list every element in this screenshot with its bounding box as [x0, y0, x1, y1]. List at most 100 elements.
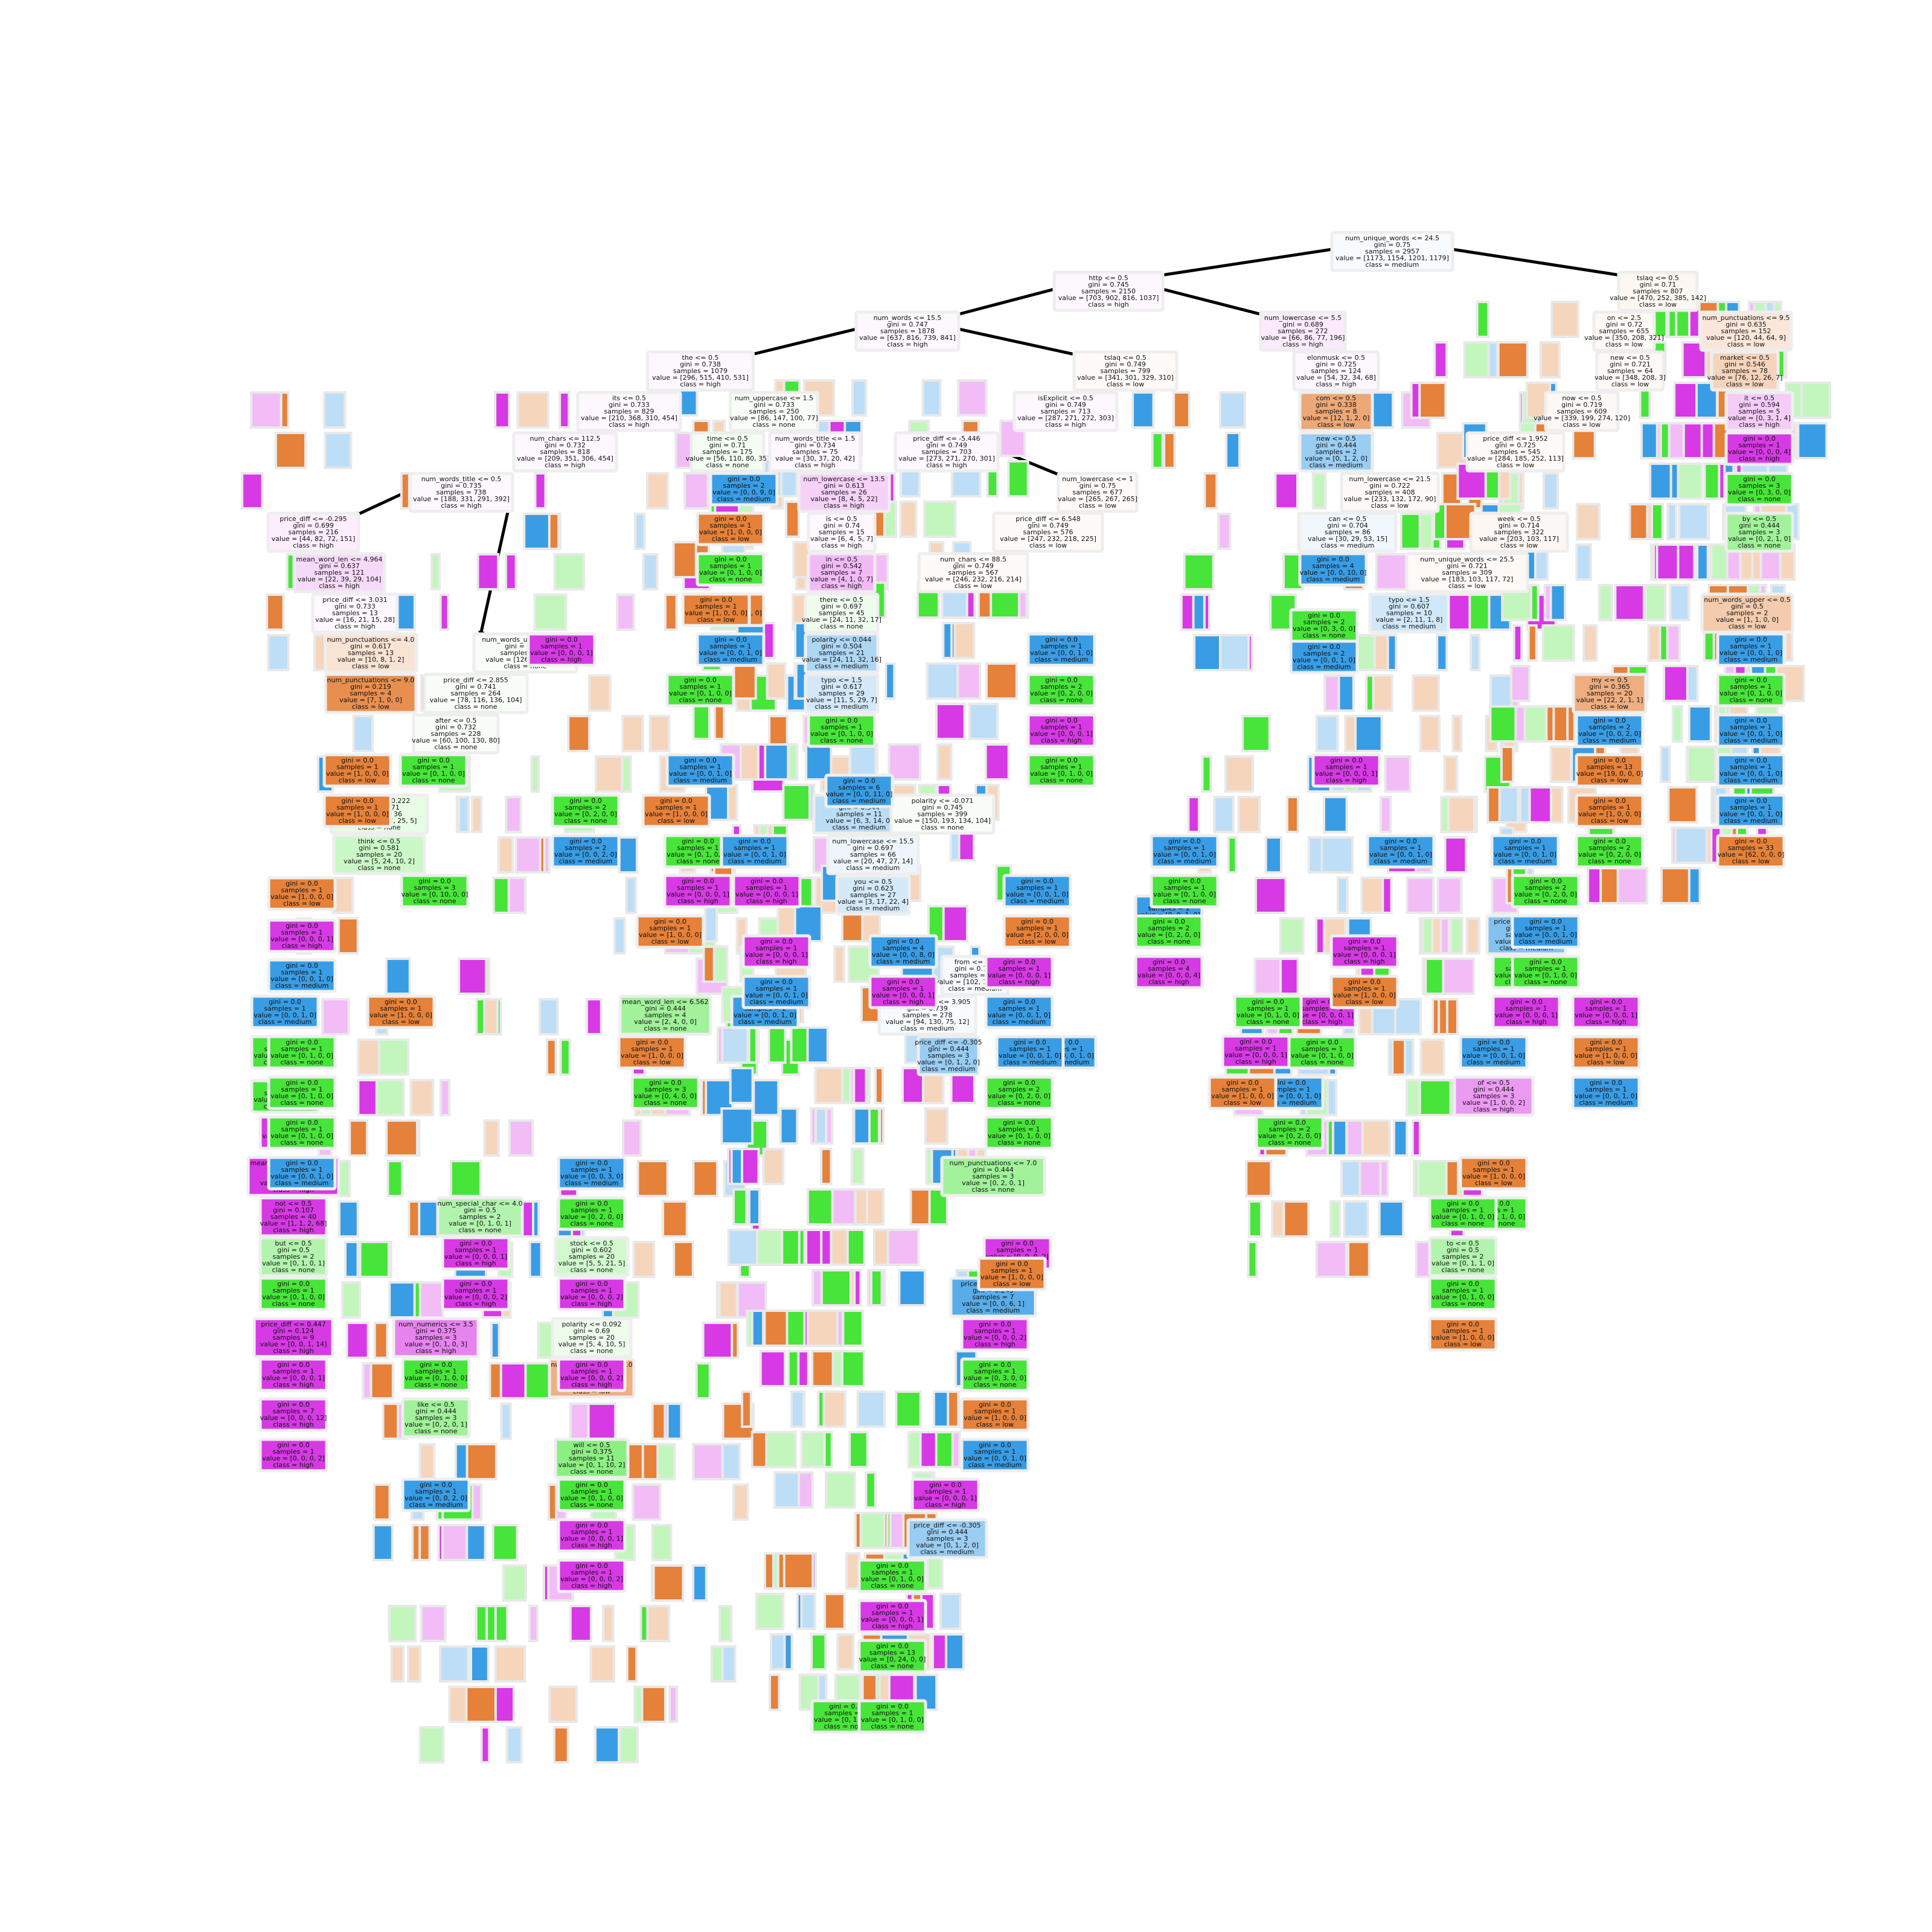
leaf-node-L88-line: class = low [1224, 1099, 1261, 1107]
overlapping-node-fragment [483, 1119, 500, 1157]
overlapping-node-fragment [968, 703, 999, 740]
overlapping-node-fragment [1512, 624, 1523, 662]
overlapping-node-fragment [530, 755, 540, 793]
overlapping-node-fragment [516, 391, 549, 429]
split-node-n_pd1952-line: class = low [1497, 461, 1534, 469]
overlapping-node-fragment [729, 1067, 754, 1104]
leaf-node-L63-line: class = none [871, 1582, 914, 1590]
split-node-n_pd4262-line: class = medium [967, 1307, 1020, 1314]
split-node-n_my-line: class = low [1591, 703, 1628, 711]
overlapping-node-fragment [587, 674, 612, 712]
leaf-node-L5-line: class = none [1738, 495, 1781, 503]
overlapping-node-fragment [494, 391, 511, 429]
overlapping-node-fragment [942, 622, 953, 659]
overlapping-node-fragment [1320, 836, 1354, 874]
overlapping-node-fragment [1489, 705, 1517, 743]
leaf-node-L80-line: class = low [1019, 938, 1056, 945]
overlapping-node-fragment [730, 1148, 744, 1185]
split-node-n_tslaq_r-line: class = low [1639, 301, 1677, 309]
overlapping-node-fragment [1527, 624, 1538, 662]
overlapping-node-fragment [1227, 836, 1238, 874]
overlapping-node-fragment [1218, 391, 1246, 429]
split-node-n_nn35-line: class = high [415, 1347, 456, 1355]
overlapping-node-fragment [1616, 867, 1649, 904]
leaf-node-L98-line: class = low [657, 817, 695, 825]
leaf-node-L51-line: class = high [883, 998, 924, 1006]
overlapping-node-fragment [505, 1726, 523, 1764]
overlapping-node-fragment [936, 743, 953, 781]
overlapping-node-fragment [1315, 917, 1326, 955]
overlapping-node-fragment [1254, 877, 1287, 914]
leaf-node-L121-line: class = high [1344, 958, 1385, 965]
overlapping-node-fragment [852, 1067, 868, 1104]
overlapping-node-fragment [1219, 634, 1250, 671]
leaf-node-L10-line: class = medium [1724, 817, 1778, 825]
overlapping-node-fragment [1323, 674, 1340, 712]
overlapping-node-fragment [533, 593, 568, 631]
overlapping-node-fragment [1598, 584, 1613, 621]
split-node-n_elonmusk-line: class = high [1316, 380, 1357, 388]
overlapping-node-fragment [1436, 877, 1463, 914]
overlapping-node-fragment [999, 420, 1026, 457]
overlapping-node-fragment [321, 998, 350, 1035]
overlapping-node-fragment [720, 1107, 754, 1145]
overlapping-node-fragment [806, 1310, 839, 1347]
overlapping-node-fragment [1797, 422, 1828, 459]
overlapping-node-fragment [1465, 917, 1480, 955]
overlapping-node-fragment [766, 662, 787, 700]
overlapping-node-fragment [589, 1645, 616, 1683]
overlapping-node-fragment [1431, 917, 1442, 955]
leaf-node-L32-line: class = medium [258, 1018, 312, 1026]
overlapping-node-fragment [1650, 503, 1664, 540]
leaf-node-L110-line: class = none [414, 897, 456, 905]
overlapping-node-fragment [874, 1067, 884, 1104]
split-node-n_like-line: class = none [415, 1427, 458, 1435]
leaf-node-L87-line: class = none [1163, 897, 1206, 905]
overlapping-node-fragment [1346, 1241, 1371, 1278]
overlapping-node-fragment [1285, 796, 1299, 833]
split-node-n_pdm0305b-line: class = medium [921, 1548, 974, 1556]
overlapping-node-fragment [924, 1107, 949, 1145]
overlapping-node-fragment [250, 391, 283, 429]
leaf-node-L115-line: class = medium [559, 857, 613, 865]
leaf-node-L13-line: class = low [1591, 776, 1628, 784]
overlapping-node-fragment [732, 662, 757, 700]
leaf-node-L101-line: class = low [651, 938, 689, 945]
overlapping-node-fragment [702, 945, 715, 983]
leaf-node-L83-line: class = none [1268, 1139, 1311, 1147]
leaf-node-L2-line: class = none [1303, 632, 1346, 639]
overlapping-node-fragment [957, 379, 988, 417]
overlapping-node-fragment [1343, 1200, 1369, 1238]
overlapping-node-fragment [755, 1593, 785, 1630]
overlapping-node-fragment [763, 622, 776, 659]
overlapping-node-fragment [865, 1471, 877, 1509]
